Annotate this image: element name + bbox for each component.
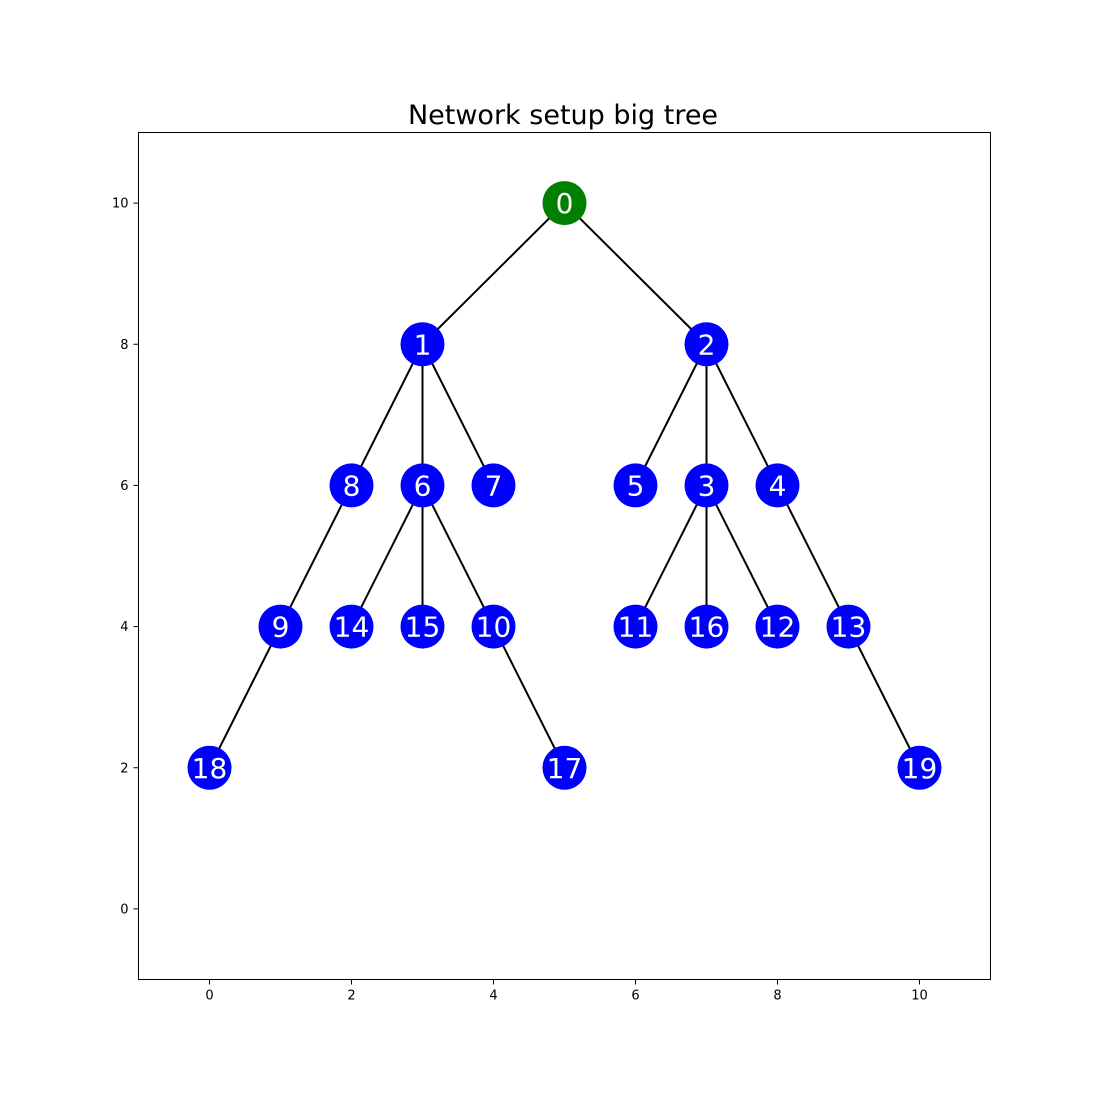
x-tick-label: 10 — [911, 989, 928, 1004]
node-label: 1 — [414, 328, 432, 361]
node-label: 18 — [192, 752, 228, 785]
edges-layer — [208, 202, 921, 769]
node-circle — [684, 322, 729, 367]
node-1: 1 — [400, 322, 445, 367]
edge-8-9 — [279, 484, 353, 628]
node-label: 5 — [627, 469, 645, 502]
node-16: 16 — [684, 604, 729, 649]
node-14: 14 — [329, 604, 374, 649]
node-circle — [187, 745, 232, 790]
node-15: 15 — [400, 604, 445, 649]
x-tick-label: 4 — [489, 989, 497, 1004]
edge-0-2 — [563, 202, 708, 345]
node-label: 0 — [556, 187, 574, 220]
edge-3-12 — [705, 484, 779, 628]
node-circle — [471, 463, 516, 508]
node-9: 9 — [258, 604, 303, 649]
node-12: 12 — [755, 604, 800, 649]
edge-0-1 — [421, 202, 566, 345]
node-circle — [400, 322, 445, 367]
node-circle — [542, 181, 587, 226]
edge-9-18 — [208, 626, 282, 769]
node-4: 4 — [755, 463, 800, 508]
node-8: 8 — [329, 463, 374, 508]
node-label: 4 — [769, 469, 787, 502]
node-label: 6 — [414, 469, 432, 502]
node-circle — [471, 604, 516, 649]
edge-4-13 — [776, 484, 850, 628]
y-tick-label: 4 — [120, 620, 128, 635]
x-tick-label: 0 — [205, 989, 213, 1004]
node-circle — [613, 463, 658, 508]
x-tick-label: 6 — [631, 989, 639, 1004]
edge-2-4 — [705, 343, 779, 486]
axes: 0 2 4 6 8 10 0 2 4 6 8 10 — [112, 197, 928, 1004]
y-tick-label: 0 — [120, 902, 128, 917]
plot-frame — [138, 132, 991, 980]
node-2: 2 — [684, 322, 729, 367]
x-tick-label: 2 — [347, 989, 355, 1004]
node-label: 14 — [334, 611, 370, 644]
node-circle — [613, 604, 658, 649]
y-tick-label: 8 — [120, 338, 128, 353]
edge-1-8 — [350, 343, 424, 486]
node-circle — [329, 463, 374, 508]
node-5: 5 — [613, 463, 658, 508]
node-label: 13 — [831, 611, 867, 644]
edge-6-14 — [350, 484, 424, 628]
node-10: 10 — [471, 604, 516, 649]
node-13: 13 — [826, 604, 871, 649]
node-circle — [684, 463, 729, 508]
node-label: 9 — [272, 611, 290, 644]
node-19: 19 — [897, 745, 942, 790]
diagram-title: Network setup big tree — [408, 100, 718, 131]
node-circle — [258, 604, 303, 649]
node-label: 12 — [760, 611, 796, 644]
node-18: 18 — [187, 745, 232, 790]
node-label: 10 — [476, 611, 512, 644]
node-11: 11 — [613, 604, 658, 649]
node-label: 11 — [618, 611, 654, 644]
node-label: 15 — [405, 611, 441, 644]
node-label: 2 — [698, 328, 716, 361]
edge-13-19 — [847, 626, 921, 769]
node-circle — [755, 604, 800, 649]
node-label: 19 — [902, 752, 938, 785]
x-tick-label: 8 — [773, 989, 781, 1004]
node-0: 0 — [542, 181, 587, 226]
node-circle — [400, 604, 445, 649]
node-circle — [400, 463, 445, 508]
edge-3-11 — [634, 484, 708, 628]
edge-10-17 — [492, 626, 566, 769]
node-circle — [542, 745, 587, 790]
node-3: 3 — [684, 463, 729, 508]
node-17: 17 — [542, 745, 587, 790]
y-tick-label: 2 — [120, 761, 128, 776]
y-tick-label: 10 — [112, 197, 129, 212]
node-label: 16 — [689, 611, 725, 644]
node-label: 8 — [343, 469, 361, 502]
edge-1-7 — [421, 343, 495, 486]
node-label: 7 — [485, 469, 503, 502]
node-circle — [826, 604, 871, 649]
node-circle — [684, 604, 729, 649]
y-tick-label: 6 — [120, 479, 128, 494]
node-label: 17 — [547, 752, 583, 785]
node-circle — [755, 463, 800, 508]
node-label: 3 — [698, 469, 716, 502]
node-circle — [897, 745, 942, 790]
node-7: 7 — [471, 463, 516, 508]
node-circle — [329, 604, 374, 649]
edge-6-10 — [421, 484, 495, 628]
edge-2-5 — [634, 343, 708, 486]
node-6: 6 — [400, 463, 445, 508]
